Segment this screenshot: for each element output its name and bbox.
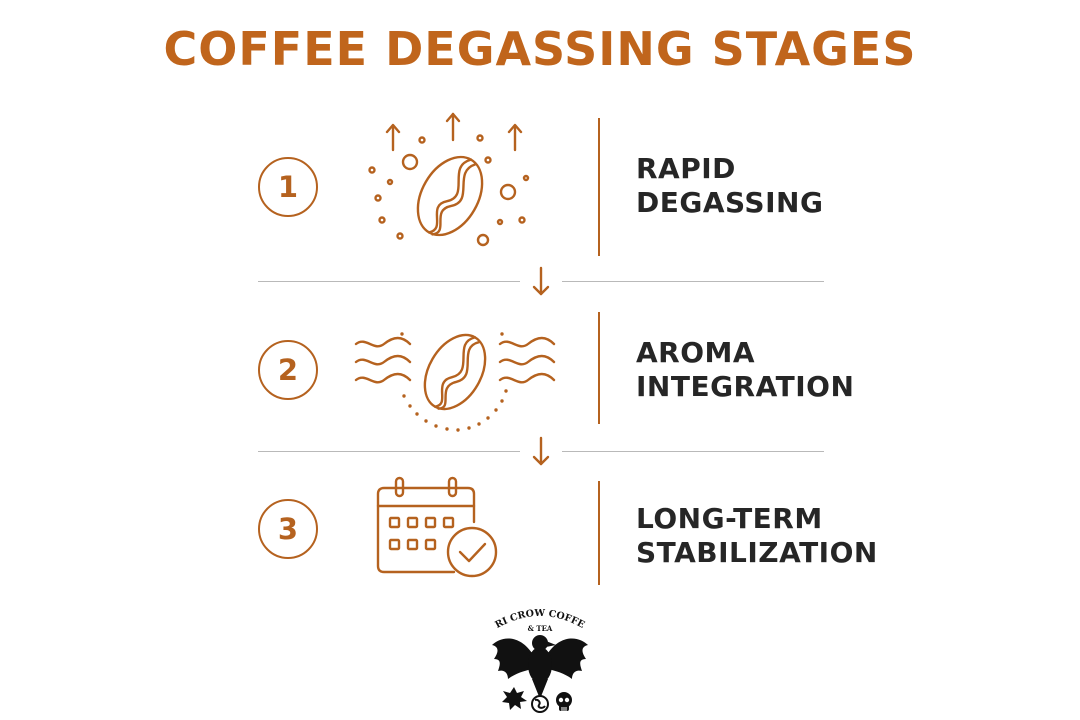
separator-line: [258, 451, 520, 452]
separator-line: [562, 451, 824, 452]
divider-vertical: [598, 481, 600, 585]
step-1-label: RAPID DEGASSING: [636, 152, 823, 220]
step-1-label-line1: RAPID: [636, 152, 736, 185]
calendar-check-icon: [376, 476, 498, 578]
step-2-label-line2: INTEGRATION: [636, 370, 855, 403]
step-1-number: 1: [258, 157, 318, 217]
step-3-number: 3: [258, 499, 318, 559]
logo-text-line2: & TEA: [528, 624, 553, 633]
coffee-bean-bubbles-icon: [368, 112, 530, 247]
arrow-down-icon: [532, 436, 550, 466]
crow-emblem-icon: TRI CROW COFFEE & TEA: [488, 603, 588, 713]
step-2-label: AROMA INTEGRATION: [636, 336, 854, 404]
arrow-down-icon: [532, 266, 550, 296]
separator-line: [258, 281, 520, 282]
step-1-label-line2: DEGASSING: [636, 186, 824, 219]
page-title: COFFEE DEGASSING STAGES: [163, 22, 917, 76]
coffee-bean-aroma-waves-icon: [354, 332, 556, 432]
separator-line: [562, 281, 824, 282]
divider-vertical: [598, 118, 600, 256]
divider-vertical: [598, 312, 600, 424]
step-2-label-line1: AROMA: [636, 336, 756, 369]
step-2-number: 2: [258, 340, 318, 400]
step-3-label-line2: STABILIZATION: [636, 536, 878, 569]
step-3-label-line1: LONG-TERM: [636, 502, 823, 535]
step-3-label: LONG-TERM STABILIZATION: [636, 502, 878, 570]
